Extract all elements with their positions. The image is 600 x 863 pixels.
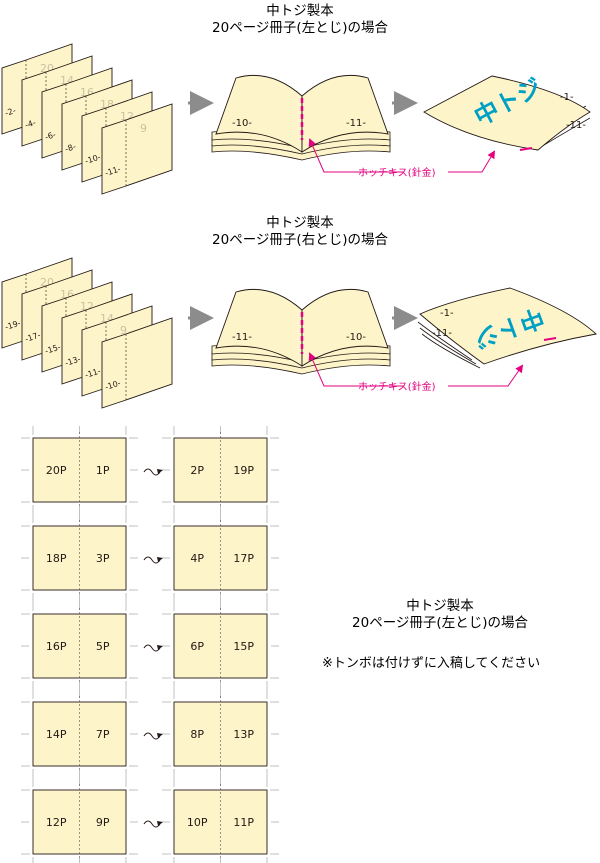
imposition-sheet: 20P 1P [21,426,138,514]
page-number: 13P [233,728,254,741]
staple-callout-right-binding: ホッチキス(針金) [308,352,524,393]
flip-arrow-icon [143,820,163,828]
imposition-sheet: 2P 19P [162,426,279,514]
title-line-2: 20ページ冊子(右とじ)の場合 [212,232,388,248]
page-label: -1- [560,92,574,103]
sheet-stack-right-binding: 20-19-16-17-12-15-14-13-9-11--10- [1,257,173,409]
closed-booklet-left-binding: 中トジ -1- -11- [423,73,591,151]
sheet-page-label: -8- [64,142,77,154]
page-number: 7P [96,728,110,741]
page-number: 9P [96,816,110,829]
page-number: 18P [46,552,67,565]
page-number: 4P [190,552,204,565]
flip-arrow-icon [143,468,163,476]
page-label: -11- [432,328,452,339]
staple-callout-left-binding: ホッチキス(針金) [308,138,496,179]
page-number: 19P [233,464,254,477]
right-binding-title: 中トジ製本 20ページ冊子(右とじ)の場合 [160,215,440,249]
page-number: 17P [233,552,254,565]
imposition-sheet: 8P 13P [162,690,279,778]
folded-sheet: -10- [101,317,173,409]
imposition-grid: 20P 1P 2P 19P 18P 3P 4P 17P 16P 5P 6P 15P 14P 7P 8P 13P… [21,426,279,863]
title-line-1: 中トジ製本 [406,598,474,614]
page-number: 12P [46,816,67,829]
page-number: 15P [233,640,254,653]
sheet-stack-left-binding: 20-2-14-4-16-6-18-8-12-10-9-11- [1,43,173,195]
imposition-sheet: 6P 15P [162,602,279,690]
title-line-1: 中トジ製本 [266,215,334,231]
page-number: 14P [46,728,67,741]
title-line-1: 中トジ製本 [266,3,334,19]
flip-arrow-icon [143,732,163,740]
page-label: -10- [346,332,366,343]
page-number: 6P [190,640,204,653]
side-note-title: 中トジ製本 20ページ冊子(左とじ)の場合 [305,598,575,632]
staple-label: ホッチキス(針金) [358,380,436,393]
page-number: 8P [190,728,204,741]
page-label: -1- [440,308,454,319]
title-line-2: 20ページ冊子(左とじ)の場合 [212,20,388,36]
flip-arrow-icon [143,556,163,564]
page-label: -10- [232,118,252,129]
sheet-page-label: -2- [4,106,17,118]
page-number: 10P [187,816,208,829]
open-book-right-binding: -11- -10- [211,288,391,375]
page-number: 5P [96,640,110,653]
page-number: 2P [190,464,204,477]
page-label: -11- [566,120,586,131]
flip-arrow-icon [143,644,163,652]
page-number: 11P [233,816,254,829]
side-note-instruction: ※トンボは付けずに入稿してください [322,656,541,671]
imposition-sheet: 10P 11P [162,778,279,863]
page-number: 1P [96,464,110,477]
imposition-sheet: 18P 3P [21,514,138,602]
ghost-page-number: 9 [120,324,127,337]
sheet-page-label: -6- [44,130,57,142]
staple-label: ホッチキス(針金) [358,166,436,179]
imposition-sheet: 4P 17P [162,514,279,602]
imposition-sheet: 14P 7P [21,690,138,778]
open-book-left-binding: -10- -11- [211,74,391,161]
title-line-2: 20ページ冊子(左とじ)の場合 [352,615,528,631]
sheet-page-label: -4- [24,118,37,130]
page-number: 16P [46,640,67,653]
imposition-sheet: 16P 5P [21,602,138,690]
page-number: 20P [46,464,67,477]
page-number: 3P [96,552,110,565]
page-label: -11- [232,332,252,343]
imposition-sheet: 12P 9P [21,778,138,863]
page-label: -11- [346,118,366,129]
closed-booklet-right-binding: 中トジ -1- -11- [417,287,597,369]
ghost-page-number: 9 [140,122,147,135]
left-binding-title: 中トジ製本 20ページ冊子(左とじ)の場合 [160,3,440,37]
folded-sheet: 9-11- [101,103,173,195]
